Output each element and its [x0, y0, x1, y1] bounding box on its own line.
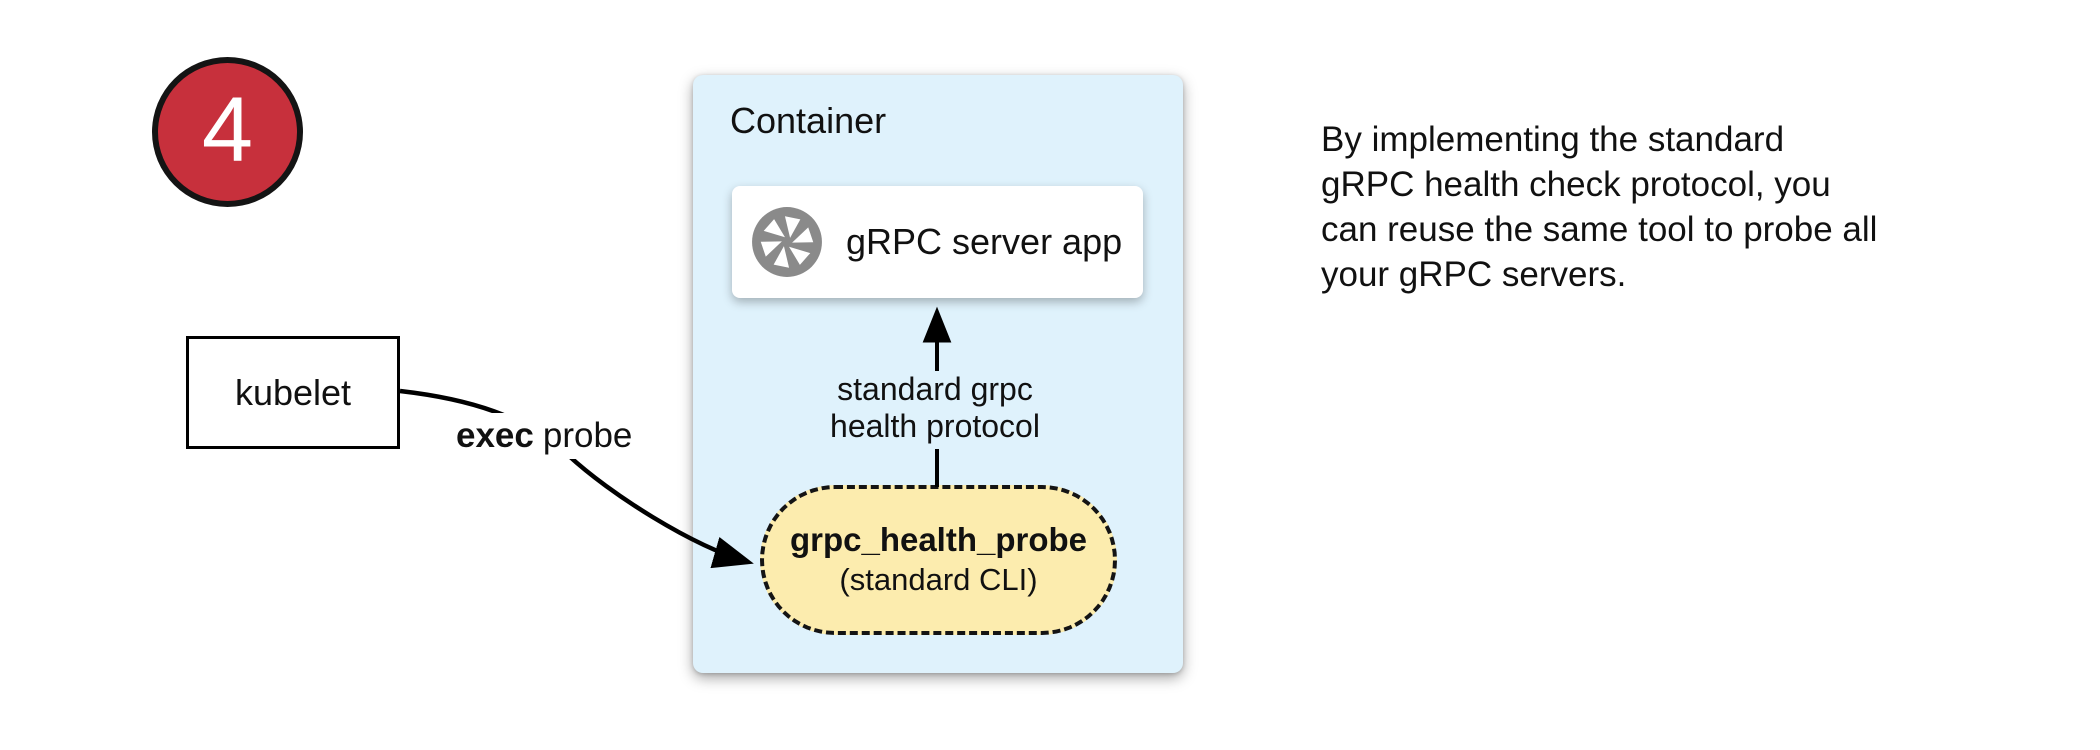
kubelet-label: kubelet [234, 371, 352, 413]
probe-pill-subtitle: (standard CLI) [839, 562, 1038, 597]
description-line: can reuse the same tool to probe all [1321, 210, 1878, 249]
probe-pill: grpc_health_probe (standard CLI) [760, 485, 1117, 635]
protocol-label-line2: health protocol [830, 408, 1040, 444]
probe-pill-name: grpc_health_probe [789, 521, 1088, 558]
description-line: your gRPC servers. [1321, 255, 1627, 294]
container-box: Container gRPC server app standard grpc … [693, 75, 1183, 673]
description-text: By implementing the standard gRPC health… [1321, 117, 1877, 297]
description-line: By implementing the standard [1321, 120, 1785, 159]
step-number: 4 [201, 79, 254, 181]
description-line: gRPC health check protocol, you [1321, 165, 1831, 204]
protocol-label-line1: standard grpc [837, 371, 1033, 407]
container-title: Container [730, 100, 887, 141]
grpc-server-card: gRPC server app [732, 186, 1143, 298]
grpc-server-label: gRPC server app [846, 221, 1123, 262]
exec-probe-label-regular: probe [542, 416, 633, 455]
kubelet-box: kubelet [186, 336, 400, 449]
exec-probe-label-bold: exec [456, 416, 534, 455]
step-badge: 4 [152, 57, 303, 207]
protocol-label: standard grpc health protocol [760, 371, 1110, 445]
grpc-aperture-icon [752, 207, 822, 277]
